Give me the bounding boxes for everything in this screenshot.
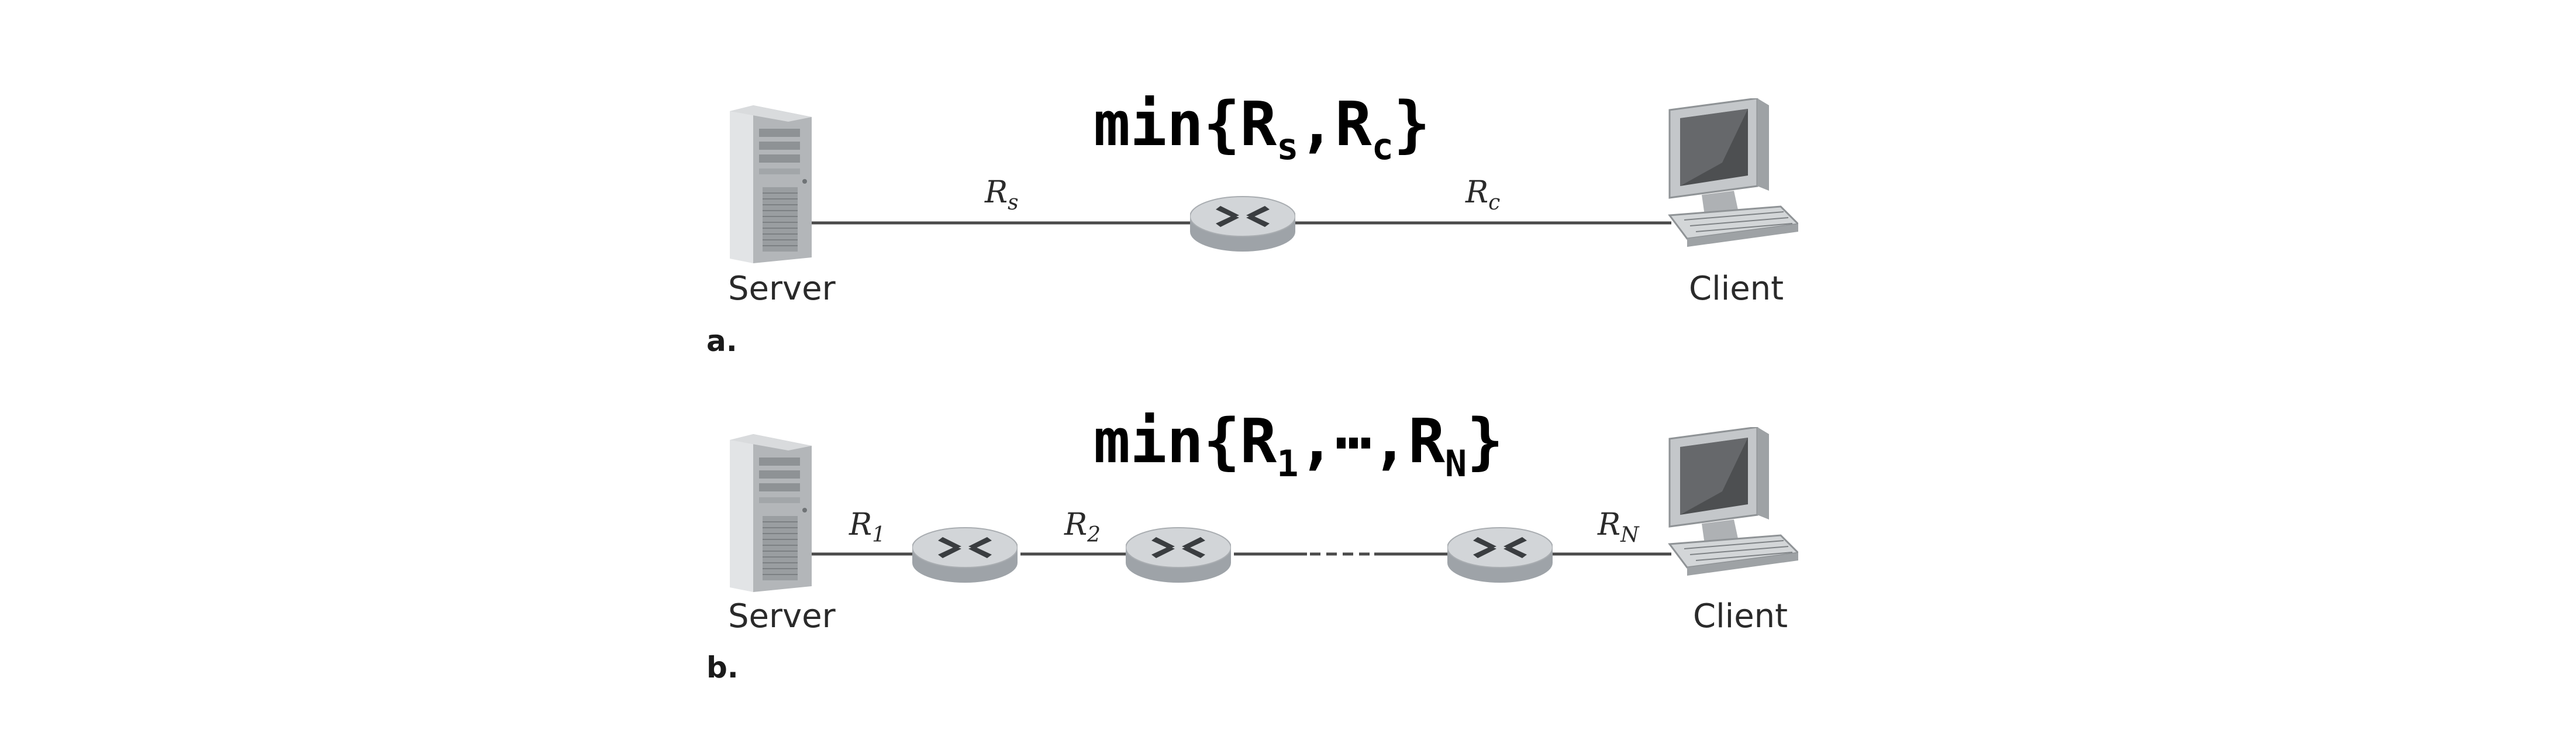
server-icon	[730, 434, 812, 592]
rate-label-r2: R2	[1064, 507, 1101, 547]
rate-label-rn: RN	[1597, 507, 1640, 547]
panel-b-label: b.	[706, 651, 739, 684]
router-2-icon	[1126, 527, 1231, 583]
client-computer-icon	[1668, 427, 1798, 577]
panel-b: min{R1,⋯,RN} R1 R2 RN Server Client b.	[706, 405, 1798, 684]
panel-a-label: a.	[706, 324, 737, 358]
panel-a-bottleneck-formula: min{Rs,Rc}	[1094, 88, 1430, 168]
rate-label-r1: R1	[849, 507, 885, 547]
client-label: Client	[1693, 597, 1788, 635]
server-icon	[730, 105, 812, 263]
client-computer-icon	[1668, 98, 1798, 248]
panel-b-bottleneck-formula: min{R1,⋯,RN}	[1094, 405, 1503, 485]
router-icon	[1190, 196, 1295, 252]
server-label: Server	[728, 270, 836, 308]
router-n-icon	[1447, 527, 1553, 583]
panel-a: min{Rs,Rc} Rs Rc Server Client a.	[706, 88, 1798, 358]
client-label: Client	[1689, 270, 1784, 308]
router-1-icon	[912, 527, 1018, 583]
rate-label-rc: Rc	[1465, 175, 1500, 215]
rate-label-rs: Rs	[984, 175, 1019, 215]
server-label: Server	[728, 597, 836, 635]
